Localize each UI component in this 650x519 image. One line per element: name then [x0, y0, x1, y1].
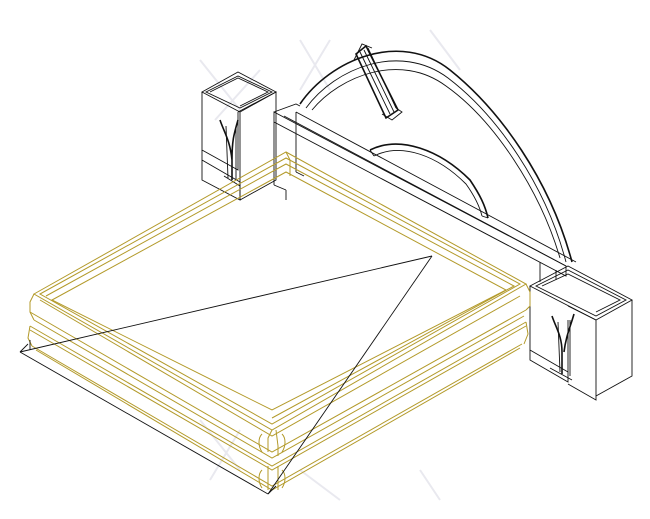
watermark	[199, 29, 461, 501]
reading-lamp	[353, 43, 403, 121]
mattress-lower	[27, 321, 529, 491]
mattress-upper	[29, 151, 531, 459]
headboard-frame	[273, 171, 557, 282]
bed-base-diagonals	[19, 255, 433, 495]
left-nightstand	[201, 71, 277, 201]
right-nightstand	[529, 265, 633, 401]
headboard	[273, 50, 577, 277]
